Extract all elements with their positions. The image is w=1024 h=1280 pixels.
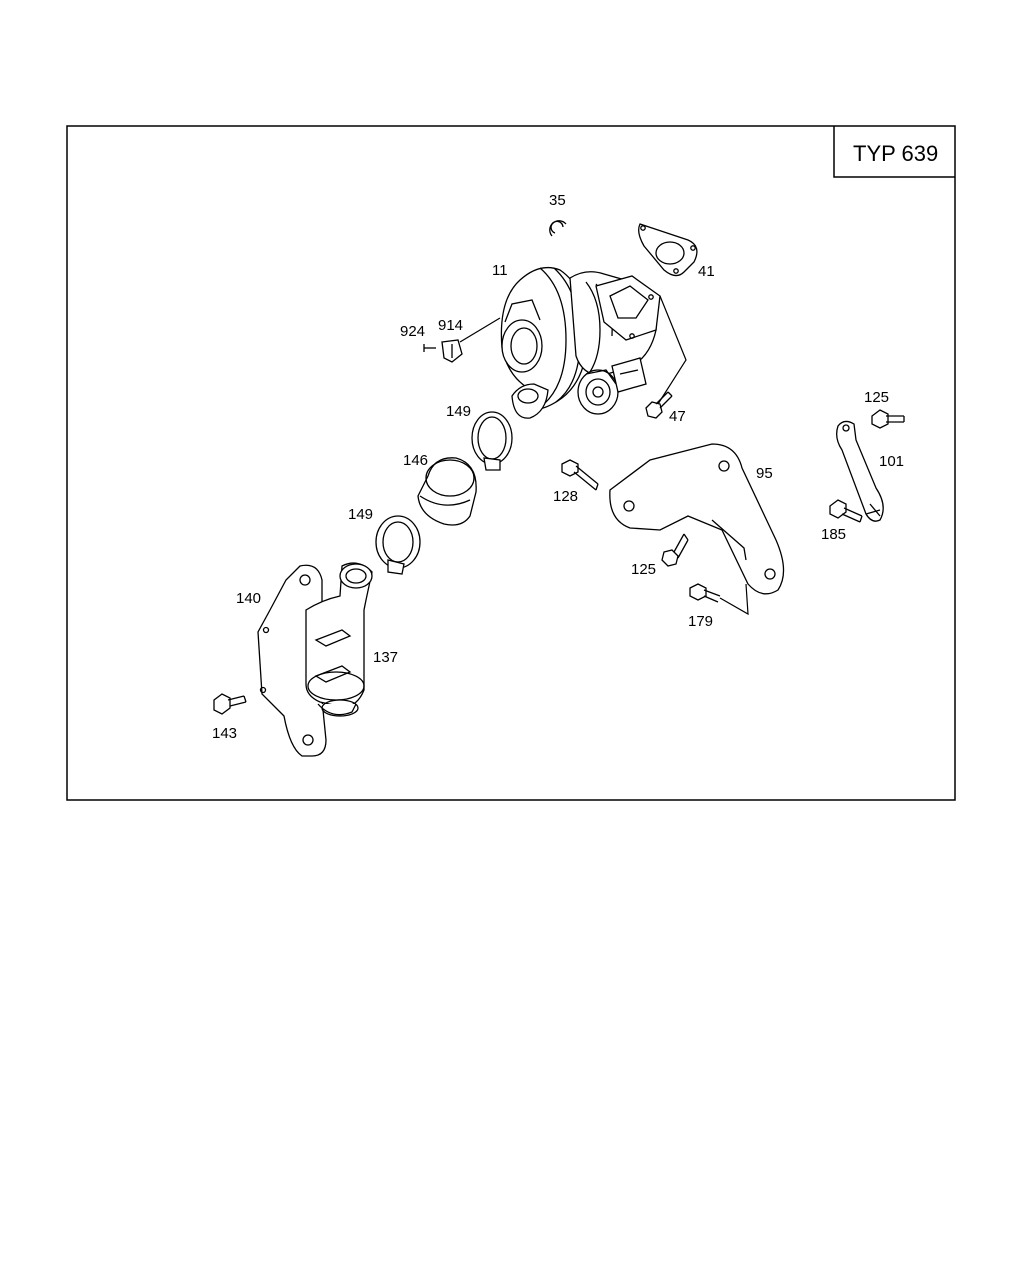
part-95-bracket	[609, 443, 785, 595]
type-box: TYP 639	[833, 126, 955, 178]
callout-924: 924	[400, 323, 425, 340]
part-137-valve-body	[305, 562, 373, 717]
callout-146: 146	[403, 452, 428, 469]
part-149-lower-clamp	[375, 515, 421, 575]
part-128-bolt	[561, 459, 599, 491]
callout-35: 35	[549, 192, 566, 209]
diagram-frame	[66, 125, 956, 801]
part-101-strap	[836, 420, 884, 522]
part-185-bolt	[829, 499, 863, 523]
callout-179: 179	[688, 613, 713, 630]
part-924-screw	[423, 344, 436, 352]
callout-41: 41	[698, 263, 715, 280]
part-143-bolt	[213, 693, 247, 715]
type-label: TYP 639	[853, 141, 938, 166]
callout-47: 47	[669, 408, 686, 425]
callout-914: 914	[438, 317, 463, 334]
callout-101: 101	[879, 453, 904, 470]
callouts: 35 41 11 914 924 47 149 146 149 125 101 …	[212, 192, 904, 742]
callout-140: 140	[236, 590, 261, 607]
part-179-bolt	[689, 583, 721, 603]
callout-95: 95	[756, 465, 773, 482]
part-35-snap-ring	[549, 220, 567, 237]
part-47-bolt	[645, 391, 673, 419]
part-11-turbocharger	[500, 266, 661, 419]
part-125-upper-bolt	[871, 409, 905, 429]
part-125-lower-bolt	[661, 533, 689, 567]
part-146-hose	[417, 457, 477, 526]
part-149-upper-clamp	[471, 411, 513, 471]
callout-185: 185	[821, 526, 846, 543]
callout-143: 143	[212, 725, 237, 742]
leader-lines	[459, 295, 881, 616]
callout-137: 137	[373, 649, 398, 666]
part-41-gasket	[638, 223, 698, 277]
callout-128: 128	[553, 488, 578, 505]
part-914-sensor	[441, 339, 463, 363]
callout-149-upper: 149	[446, 403, 471, 420]
callout-125-upper: 125	[864, 389, 889, 406]
callout-149-lower: 149	[348, 506, 373, 523]
callout-11: 11	[492, 262, 508, 279]
callout-125-lower: 125	[631, 561, 656, 578]
